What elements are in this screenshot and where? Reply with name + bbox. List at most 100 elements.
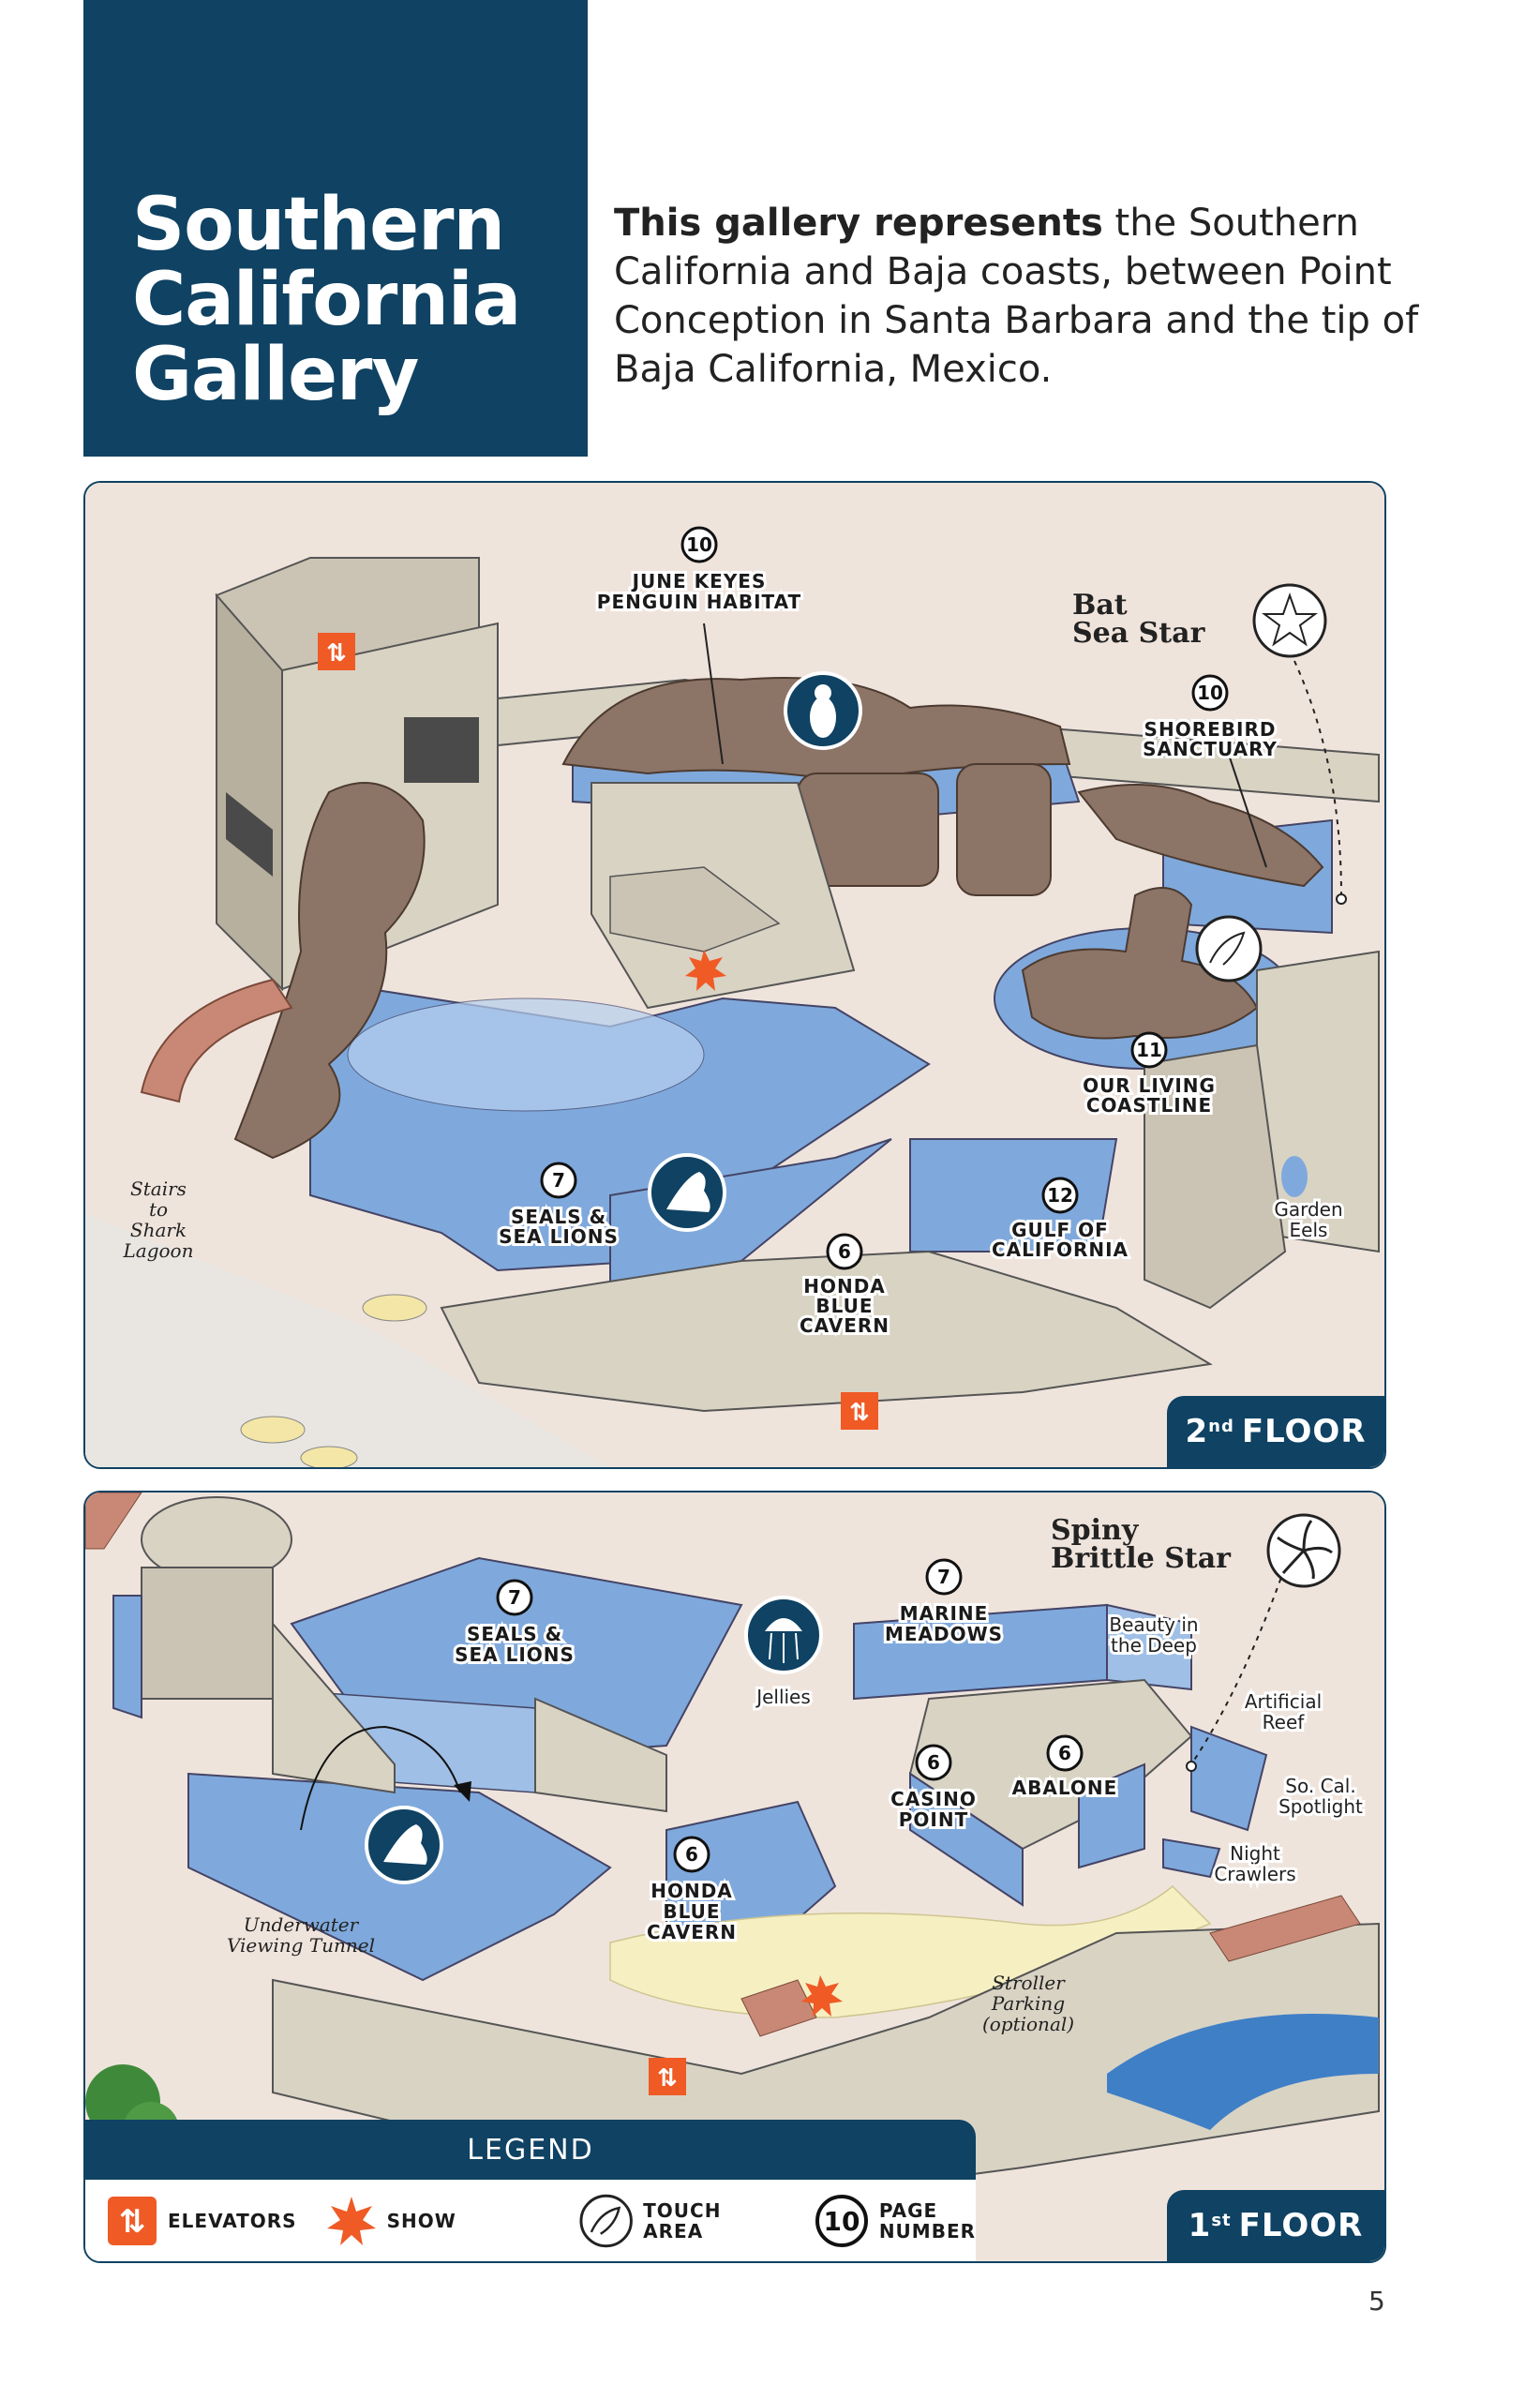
svg-text:GULF OF: GULF OF xyxy=(1011,1219,1109,1241)
show-icon xyxy=(685,950,726,991)
elevator-icon: ⇅ xyxy=(649,2058,686,2095)
svg-text:MARINE: MARINE xyxy=(900,1602,989,1625)
label-penguin-habitat: 10 JUNE KEYES PENGUIN HABITAT xyxy=(594,526,803,616)
svg-text:Jellies: Jellies xyxy=(755,1686,811,1708)
svg-text:POINT: POINT xyxy=(899,1808,968,1831)
label-marine-meadows: 7 MARINE MEADOWS xyxy=(882,1558,1005,1648)
svg-text:Garden: Garden xyxy=(1274,1198,1342,1221)
svg-text:6: 6 xyxy=(685,1843,698,1866)
svg-text:the Deep: the Deep xyxy=(1111,1634,1197,1657)
label-spiny-brittle-star: Spiny Brittle Star xyxy=(1051,1514,1232,1575)
svg-text:Night: Night xyxy=(1230,1842,1280,1865)
svg-text:Sea Star: Sea Star xyxy=(1072,617,1206,650)
svg-text:Shark: Shark xyxy=(130,1219,187,1241)
svg-text:ABALONE: ABALONE xyxy=(1012,1777,1118,1799)
page-number-icon: 10 xyxy=(815,2194,868,2247)
svg-text:⇅: ⇅ xyxy=(657,2064,678,2092)
legend-show: SHOW xyxy=(325,2195,456,2247)
svg-text:HONDA: HONDA xyxy=(650,1880,733,1902)
jelly-icon xyxy=(744,1596,823,1674)
elevator-icon: ⇅ xyxy=(108,2196,157,2245)
legend-title: LEGEND xyxy=(467,2133,594,2167)
seal-icon xyxy=(648,1153,726,1232)
svg-text:SEALS &: SEALS & xyxy=(467,1623,562,1645)
label-so-cal-spotlight: So. Cal. Spotlight xyxy=(1276,1772,1366,1821)
svg-text:COASTLINE: COASTLINE xyxy=(1086,1094,1212,1117)
svg-text:Reef: Reef xyxy=(1263,1711,1306,1733)
label-our-living-coastline: 11 OUR LIVING COASTLINE xyxy=(1080,1031,1218,1119)
svg-text:10: 10 xyxy=(686,533,712,556)
map-first-floor: ⇅ Spiny Br xyxy=(83,1491,1386,2263)
svg-text:Underwater: Underwater xyxy=(244,1913,360,1936)
label-honda-blue-cavern: 6 HONDA BLUE CAVERN xyxy=(797,1233,891,1340)
svg-text:12: 12 xyxy=(1047,1184,1073,1207)
svg-text:10: 10 xyxy=(823,2206,860,2237)
legend-elevators: ⇅ ELEVATORS xyxy=(106,2195,297,2247)
svg-text:CAVERN: CAVERN xyxy=(800,1314,890,1337)
show-icon xyxy=(326,2196,376,2245)
svg-text:Lagoon: Lagoon xyxy=(123,1239,194,1262)
svg-text:⇅: ⇅ xyxy=(326,639,347,668)
gallery-title-block: Southern California Gallery xyxy=(83,0,588,457)
svg-text:(optional): (optional) xyxy=(982,2013,1074,2035)
label-honda-blue-cavern: 6 HONDA BLUE CAVERN xyxy=(644,1836,739,1946)
svg-text:Stroller: Stroller xyxy=(992,1972,1066,1994)
svg-text:to: to xyxy=(149,1198,168,1221)
svg-text:HONDA: HONDA xyxy=(803,1275,886,1298)
gallery-title-line-2: California xyxy=(132,258,521,342)
label-underwater-viewing-tunnel: Underwater Viewing Tunnel xyxy=(227,1913,375,1957)
intro-rest: the Southern California and Baja coasts,… xyxy=(614,202,1419,391)
svg-text:6: 6 xyxy=(1058,1742,1071,1764)
sea-star-icon xyxy=(1252,583,1327,658)
svg-text:CAVERN: CAVERN xyxy=(647,1921,737,1943)
label-garden-eels: Garden Eels xyxy=(1271,1195,1345,1244)
legend-title-bar: LEGEND xyxy=(85,2120,976,2180)
legend-touch-area: TOUCH AREA xyxy=(578,2193,787,2249)
label-seals-sea-lions: 7 SEALS & SEA LIONS xyxy=(452,1579,576,1669)
svg-text:Stairs: Stairs xyxy=(130,1178,187,1200)
svg-text:Spotlight: Spotlight xyxy=(1278,1795,1363,1818)
svg-text:So. Cal.: So. Cal. xyxy=(1285,1775,1355,1797)
svg-text:SANCTUARY: SANCTUARY xyxy=(1143,738,1278,760)
svg-text:Beauty in: Beauty in xyxy=(1109,1613,1198,1636)
svg-text:11: 11 xyxy=(1136,1039,1162,1061)
page-number: 5 xyxy=(1368,2286,1385,2317)
label-stairs-to-shark-lagoon: Stairs to Shark Lagoon xyxy=(123,1178,194,1262)
map-second-floor-drawing: ⇅ ⇅ xyxy=(85,483,1384,1467)
gallery-title-line-3: Gallery xyxy=(132,333,419,417)
label-night-crawlers: Night Crawlers xyxy=(1211,1839,1298,1888)
svg-text:SEA LIONS: SEA LIONS xyxy=(499,1225,619,1248)
svg-text:⇅: ⇅ xyxy=(849,1399,870,1427)
penguin-icon xyxy=(784,671,862,750)
svg-text:6: 6 xyxy=(927,1751,940,1774)
label-stroller-parking: Stroller Parking (optional) xyxy=(982,1972,1074,2035)
svg-text:SHOREBIRD: SHOREBIRD xyxy=(1144,718,1277,741)
svg-text:BLUE: BLUE xyxy=(663,1900,720,1923)
show-icon xyxy=(801,1975,843,2017)
svg-text:BLUE: BLUE xyxy=(815,1295,873,1317)
map-second-floor: ⇅ ⇅ xyxy=(83,481,1386,1469)
intro-bold: This gallery represents xyxy=(614,202,1103,245)
svg-text:7: 7 xyxy=(508,1586,521,1609)
svg-text:⇅: ⇅ xyxy=(119,2203,146,2241)
svg-text:SEA LIONS: SEA LIONS xyxy=(455,1643,575,1666)
svg-text:PENGUIN HABITAT: PENGUIN HABITAT xyxy=(597,591,801,613)
svg-text:Parking: Parking xyxy=(991,1992,1065,2015)
svg-text:Artificial: Artificial xyxy=(1245,1690,1322,1713)
svg-text:CASINO: CASINO xyxy=(890,1788,977,1810)
svg-text:6: 6 xyxy=(838,1240,851,1263)
label-artificial-reef: Artificial Reef xyxy=(1242,1688,1324,1736)
legend-page-label-2: NUMBER xyxy=(878,2219,976,2242)
svg-text:CALIFORNIA: CALIFORNIA xyxy=(992,1238,1129,1261)
brittle-star-icon xyxy=(1266,1513,1341,1588)
legend-page-label-1: PAGE xyxy=(878,2198,938,2222)
label-beauty-in-the-deep: Beauty in the Deep xyxy=(1106,1611,1201,1659)
gallery-title-line-1: Southern xyxy=(132,183,505,267)
gallery-intro: This gallery represents the Southern Cal… xyxy=(614,199,1420,394)
svg-text:MEADOWS: MEADOWS xyxy=(885,1623,1003,1645)
svg-text:Brittle Star: Brittle Star xyxy=(1051,1542,1232,1575)
elevator-icon: ⇅ xyxy=(841,1392,878,1430)
svg-text:Viewing Tunnel: Viewing Tunnel xyxy=(227,1934,375,1957)
